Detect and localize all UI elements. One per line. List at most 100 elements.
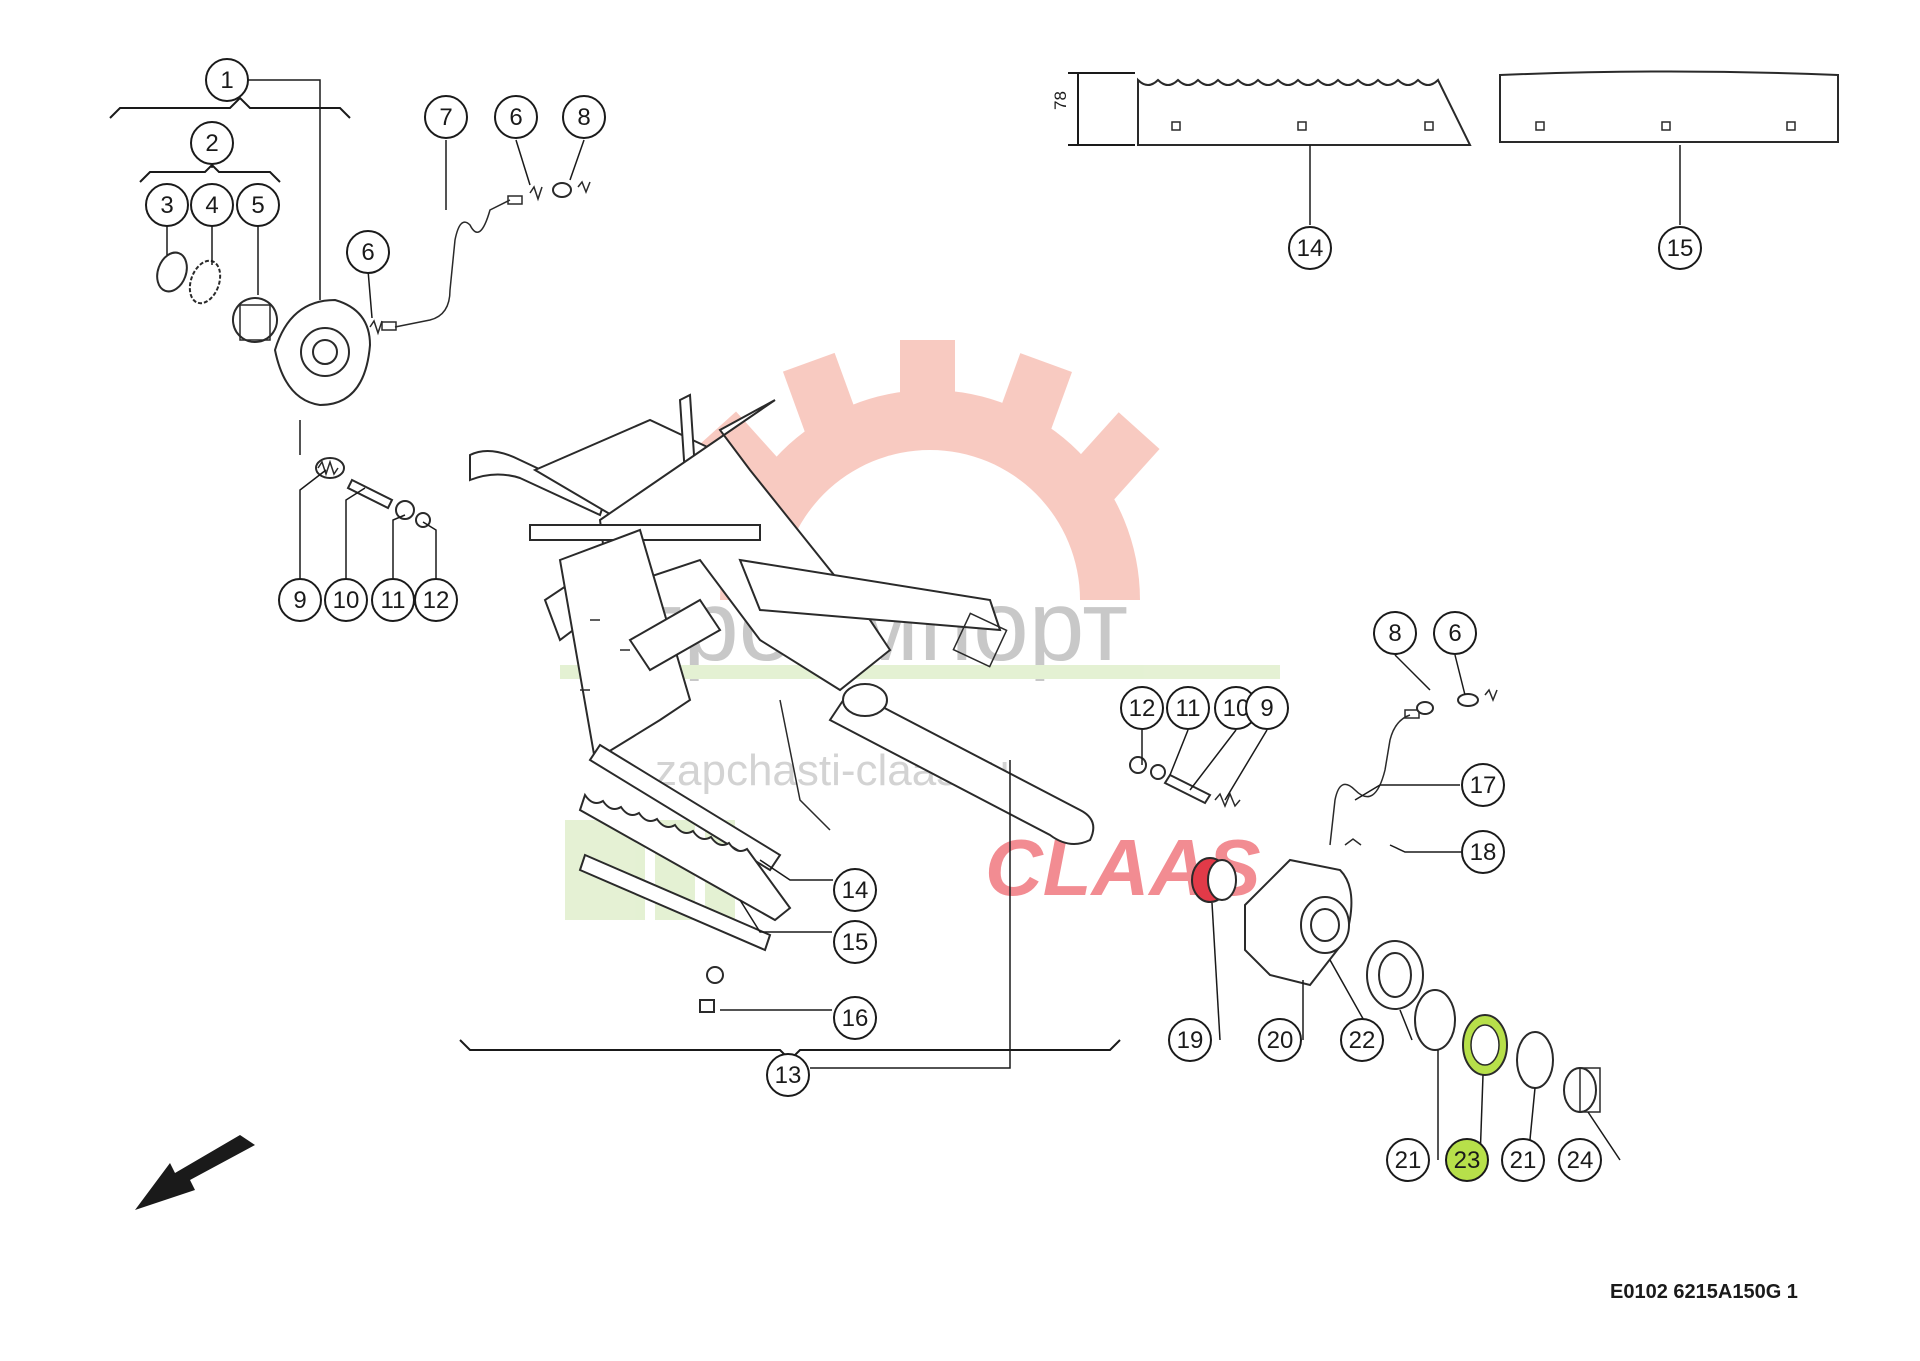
- callout-label: 10: [333, 587, 360, 614]
- callout-label: 8: [1388, 620, 1401, 647]
- callout-label: 13: [775, 1062, 802, 1089]
- callout-label: 14: [1297, 235, 1324, 262]
- frame-assembly: [469, 393, 1095, 845]
- callout-circle: [833, 868, 877, 912]
- callout-c7: 7: [424, 95, 468, 139]
- callout-c15a: 15: [1658, 226, 1702, 270]
- callout-c12a: 12: [414, 578, 458, 622]
- callout-circle: [1658, 226, 1702, 270]
- callout-circle: [494, 95, 538, 139]
- callout-circle: [1501, 1138, 1545, 1182]
- callout-circle: [346, 230, 390, 274]
- callout-circle: [1373, 611, 1417, 655]
- callout-c20: 20: [1258, 1018, 1302, 1062]
- callout-label: 12: [423, 587, 450, 614]
- callout-circle: [145, 183, 189, 227]
- bearing-housing-assembly: [109, 96, 591, 528]
- callout-c4: 4: [190, 183, 234, 227]
- callout-label: 11: [381, 587, 406, 614]
- callout-label: 9: [293, 587, 306, 614]
- callout-c1: 1: [205, 58, 249, 102]
- direction-arrow-icon: [135, 1135, 255, 1210]
- callout-c18: 18: [1461, 830, 1505, 874]
- callout-circle: [1340, 1018, 1384, 1062]
- callout-c14a: 14: [1288, 226, 1332, 270]
- callout-label: 16: [842, 1005, 869, 1032]
- callout-label: 9: [1260, 695, 1273, 722]
- callout-circle: [1445, 1138, 1489, 1182]
- callout-label: 22: [1349, 1027, 1376, 1054]
- callout-label: 4: [205, 192, 218, 219]
- callout-circle: [1168, 1018, 1212, 1062]
- callout-c12b: 12: [1120, 686, 1164, 730]
- callout-c9a: 9: [278, 578, 322, 622]
- callout-c22: 22: [1340, 1018, 1384, 1062]
- knife-detail: [1137, 77, 1472, 146]
- callout-c3: 3: [145, 183, 189, 227]
- callout-c17: 17: [1461, 763, 1505, 807]
- callout-circle: [324, 578, 368, 622]
- callout-circle: [1245, 686, 1289, 730]
- callout-c2: 2: [190, 121, 234, 165]
- callout-label: 24: [1567, 1147, 1594, 1174]
- callout-label: 8: [577, 104, 590, 131]
- callout-circle: [278, 578, 322, 622]
- callout-label: 5: [251, 192, 264, 219]
- callout-circle: [424, 95, 468, 139]
- callout-label: 18: [1470, 839, 1497, 866]
- callout-c23: 23: [1445, 1138, 1489, 1182]
- callout-label: 3: [160, 192, 173, 219]
- callout-label: 11: [1176, 695, 1201, 722]
- callout-circle: [766, 1053, 810, 1097]
- callout-circle: [562, 95, 606, 139]
- callout-label: 15: [1667, 235, 1694, 262]
- callout-circle: [1461, 763, 1505, 807]
- callout-c9b: 9: [1245, 686, 1289, 730]
- callout-c15b: 15: [833, 920, 877, 964]
- callout-circle: [1166, 686, 1210, 730]
- callout-circle: [1558, 1138, 1602, 1182]
- callout-circle: [1386, 1138, 1430, 1182]
- callout-c6a: 6: [346, 230, 390, 274]
- callout-label: 17: [1470, 772, 1497, 799]
- drawing-code: E0102 6215A150G 1: [1610, 1281, 1798, 1303]
- callout-circle: [833, 996, 877, 1040]
- callout-circle: [414, 578, 458, 622]
- dimension-78: 78: [1051, 72, 1135, 146]
- callout-c19: 19: [1168, 1018, 1212, 1062]
- callout-c21a: 21: [1386, 1138, 1430, 1182]
- callout-label: 21: [1510, 1147, 1537, 1174]
- callout-c6c: 6: [1433, 611, 1477, 655]
- callout-circle: [190, 121, 234, 165]
- callout-label: 19: [1177, 1027, 1204, 1054]
- callout-circle: [205, 58, 249, 102]
- callout-c6b: 6: [494, 95, 538, 139]
- callout-c11a: 11: [371, 578, 415, 622]
- plate-detail: [1499, 70, 1839, 143]
- callout-circle: [190, 183, 234, 227]
- callout-label: 10: [1223, 695, 1250, 722]
- callout-c24: 24: [1558, 1138, 1602, 1182]
- callout-label: 6: [1448, 620, 1461, 647]
- callout-circle: [1288, 226, 1332, 270]
- callout-c10b: 10: [1214, 686, 1258, 730]
- hub-assembly: [1129, 688, 1601, 1113]
- callout-label: 1: [220, 67, 233, 94]
- callout-c10a: 10: [324, 578, 368, 622]
- callout-label: 14: [842, 877, 869, 904]
- callout-circle: [1461, 830, 1505, 874]
- callout-circle: [1433, 611, 1477, 655]
- callout-circle: [833, 920, 877, 964]
- callout-label: 6: [361, 239, 374, 266]
- knife-exploded: [578, 743, 792, 1013]
- leader-lines: [166, 79, 1681, 1161]
- callout-label: 12: [1129, 695, 1156, 722]
- watermark-gear-icon: [695, 340, 1160, 600]
- callout-label: 7: [439, 104, 452, 131]
- callout-label: 15: [842, 929, 869, 956]
- callout-c21b: 21: [1501, 1138, 1545, 1182]
- callout-c11b: 11: [1166, 686, 1210, 730]
- callout-c13: 13: [766, 1053, 810, 1097]
- callout-c14b: 14: [833, 868, 877, 912]
